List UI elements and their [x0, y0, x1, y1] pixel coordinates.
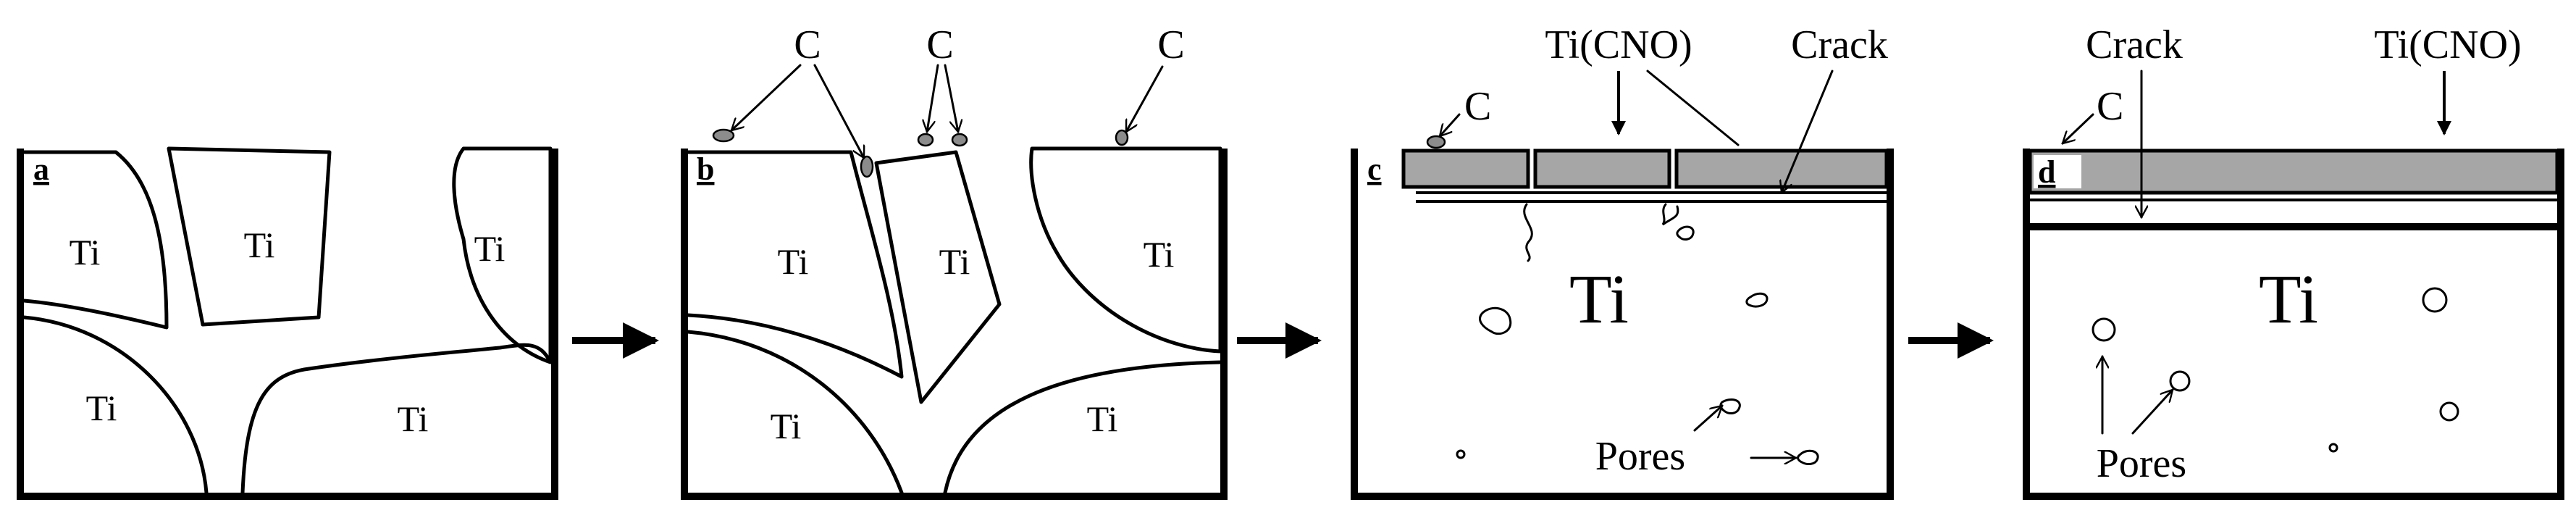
grain-a-top-middle: [167, 146, 332, 327]
substrate-label: Ti: [1569, 260, 1629, 338]
pointer-arrow: [2063, 113, 2094, 143]
panel-c: c C Ti(CNO) Crack Ti Pores: [1351, 22, 1894, 500]
pointer-arrow: [813, 64, 865, 158]
grain-label: Ti: [778, 241, 809, 282]
pore: [1745, 292, 1769, 308]
grain-a-top-left: [22, 150, 169, 330]
panel-c-label: c: [1367, 151, 1382, 187]
grain-b-top-left: [686, 150, 904, 379]
pore: [1456, 449, 1466, 459]
grain-b-bottom-right: [943, 360, 1222, 495]
oxide-layer-segment: [1533, 149, 1671, 189]
grain-a-bottom-right: [240, 343, 553, 495]
grain-label: Ti: [771, 406, 802, 446]
carbon-label: C: [1464, 84, 1491, 129]
pointer-line: [1646, 70, 1740, 146]
panel-a: a Ti Ti Ti Ti Ti: [17, 146, 558, 500]
oxide-layer: [2028, 149, 2559, 195]
panel-b-label: b: [697, 151, 714, 187]
substrate-crack: [1661, 203, 1679, 226]
carbon-label: C: [926, 22, 953, 67]
grain-label: Ti: [86, 388, 117, 428]
carbon-particle: [1426, 135, 1446, 149]
grain-label: Ti: [70, 232, 101, 272]
pores-label: Pores: [2097, 441, 2186, 486]
carbon-particle: [951, 133, 968, 147]
pointer-arrow: [1440, 113, 1461, 136]
grain-a-top-right: [452, 146, 553, 364]
pore: [2328, 443, 2338, 453]
carbon-particle: [860, 155, 874, 178]
grain-b-bottom-left: [686, 330, 904, 495]
crack-label: Crack: [2086, 22, 2183, 67]
grain-b-top-middle: [874, 150, 1002, 404]
grain-label: Ti: [474, 228, 505, 269]
grain-label: Ti: [939, 241, 970, 282]
crack-label: Crack: [1791, 22, 1888, 67]
pore: [1719, 398, 1741, 414]
pore: [1676, 225, 1695, 241]
pointer-arrow: [1693, 406, 1722, 432]
pointer-arrow: [1782, 70, 1834, 193]
pore: [2092, 317, 2116, 342]
carbon-label: C: [1157, 22, 1184, 67]
substrate-label: Ti: [2259, 260, 2318, 338]
carbon-label: C: [2097, 84, 2123, 129]
panel-b: C C C b Ti Ti Ti Ti Ti: [681, 22, 1228, 500]
pore: [1479, 306, 1512, 335]
grain-a-bottom-left: [22, 315, 209, 495]
grain-label: Ti: [244, 225, 275, 265]
layer-label: Ti(CNO): [2374, 22, 2521, 67]
grain-label: Ti: [1087, 398, 1118, 439]
pointer-arrow: [2131, 390, 2173, 435]
pointer-arrow: [944, 64, 958, 132]
pointer-arrow: [1125, 65, 1164, 132]
panel-a-label: a: [33, 151, 49, 187]
carbon-particle: [917, 133, 934, 147]
panel-d: d C Crack Ti(CNO) Ti Pores: [2023, 22, 2564, 500]
pore: [2422, 287, 2448, 313]
pores-label: Pores: [1595, 434, 1685, 479]
label-background: [2034, 155, 2081, 188]
pointer-arrow: [731, 64, 802, 130]
pore: [2169, 370, 2191, 392]
panel-d-label: d: [2038, 154, 2055, 190]
carbon-label: C: [794, 22, 821, 67]
grain-label: Ti: [398, 398, 429, 439]
carbon-particle: [712, 128, 735, 143]
pore: [2439, 401, 2459, 422]
oxide-layer-segment: [1674, 149, 1889, 189]
layer-label: Ti(CNO): [1545, 22, 1692, 67]
substrate-crack: [1523, 203, 1533, 262]
oxide-layer-segment: [1401, 149, 1530, 189]
carbon-particle: [1115, 129, 1129, 146]
pointer-arrow: [927, 64, 939, 132]
pore: [1797, 449, 1819, 465]
grain-b-top-right: [1029, 146, 1222, 354]
grain-label: Ti: [1144, 234, 1175, 275]
